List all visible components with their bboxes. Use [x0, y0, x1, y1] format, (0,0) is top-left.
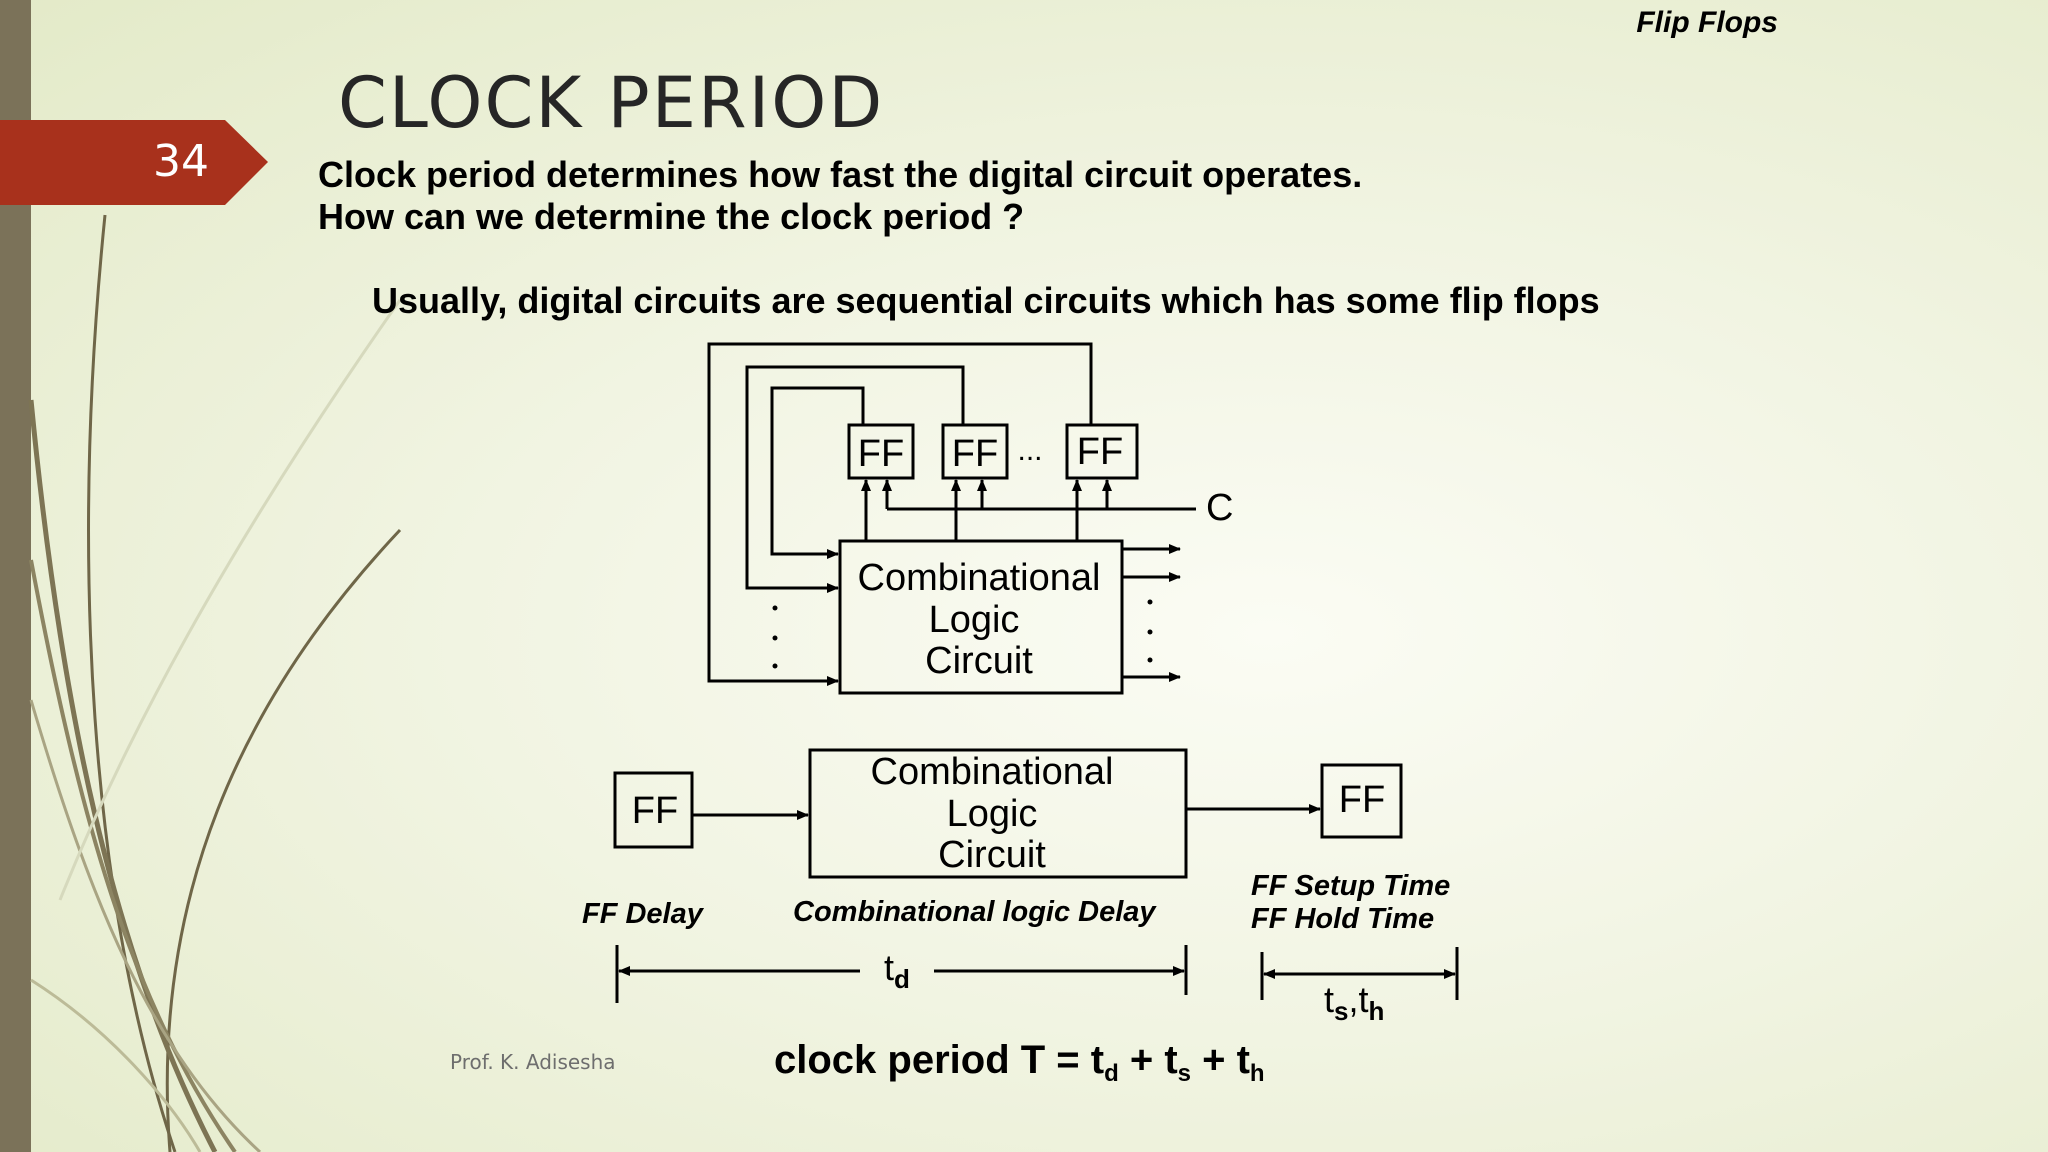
bottom-ff-left-label: FF: [632, 790, 678, 832]
top-ff-label-1: FF: [858, 433, 904, 475]
tsth-label: ts,th: [1324, 979, 1384, 1026]
top-ff-label-2: FF: [952, 433, 998, 475]
clock-period-formula: clock period T = td + ts + th: [774, 1038, 1265, 1087]
top-logic-box: [838, 539, 1124, 695]
top-logic-line-1: Combinational: [858, 557, 1101, 599]
feedback-wire-3: [707, 342, 1093, 686]
footer-author: Prof. K. Adisesha: [450, 1050, 616, 1074]
bottom-logic-box: [808, 748, 1188, 879]
feedback-wire-2: [745, 365, 965, 593]
bottom-logic-line-2: Logic: [947, 793, 1038, 835]
intro-text: Clock period determines how fast the dig…: [318, 154, 1362, 238]
header-label: Flip Flops: [1636, 6, 1778, 39]
clock-label: C: [1206, 487, 1233, 529]
lead-text: Usually, digital circuits are sequential…: [372, 280, 1600, 321]
feedback-wire-1: [770, 386, 865, 559]
leaf-decoration: [28, 214, 402, 1152]
bottom-diagram: [613, 748, 1459, 1003]
top-diagram: [707, 342, 1196, 695]
top-ff-box-3: [1065, 423, 1139, 480]
top-ff-label-3: FF: [1077, 431, 1123, 473]
top-dots: [772, 599, 1153, 669]
top-ff-ellipsis: ...: [1017, 434, 1042, 467]
slide-number: 34: [153, 136, 209, 187]
top-ff-box-1: [847, 423, 915, 480]
top-ff-box-2: [941, 423, 1009, 480]
bottom-ff-right-label: FF: [1339, 779, 1385, 821]
ff-delay-label: FF Delay: [582, 898, 705, 930]
comb-delay-label: Combinational logic Delay: [793, 896, 1157, 928]
td-label: td: [884, 947, 910, 994]
bottom-ff-right-box: [1320, 763, 1403, 839]
bottom-logic-line-3: Circuit: [938, 834, 1046, 876]
bottom-ff-left-box: [613, 771, 694, 849]
top-logic-line-3: Circuit: [925, 640, 1033, 682]
page-title: CLOCK PERIOD: [338, 62, 885, 144]
bottom-logic-line-1: Combinational: [871, 751, 1114, 793]
top-logic-line-2: Logic: [929, 599, 1020, 641]
hold-time-label: FF Hold Time: [1251, 903, 1434, 935]
setup-time-label: FF Setup Time: [1251, 870, 1450, 902]
intro-line-2: How can we determine the clock period ?: [318, 196, 1025, 237]
slide-number-flag: [0, 120, 268, 205]
intro-line-1: Clock period determines how fast the dig…: [318, 154, 1363, 195]
